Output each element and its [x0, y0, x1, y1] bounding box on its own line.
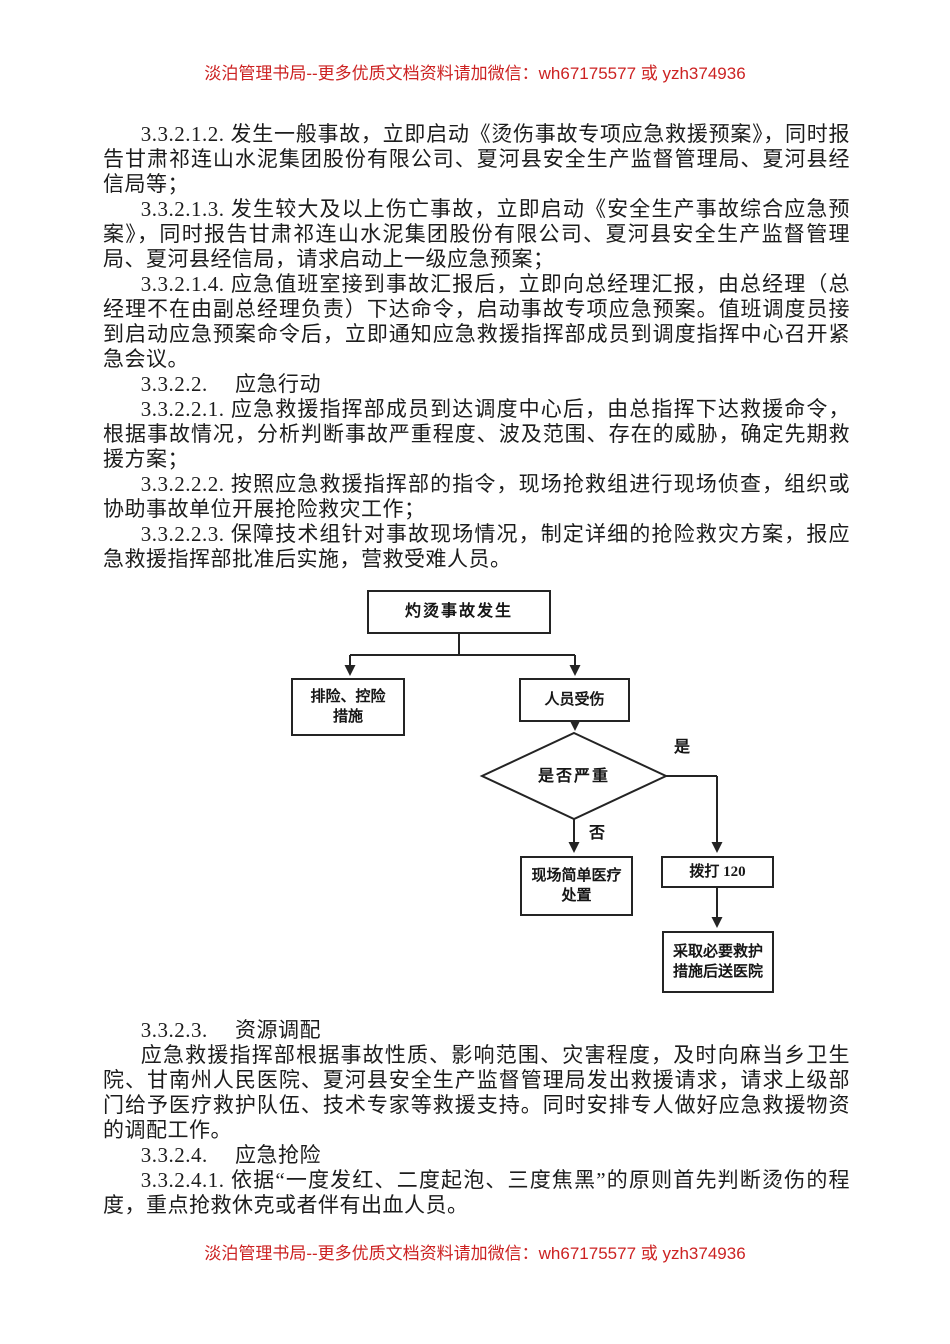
branch-label-no: 否 [589, 825, 606, 842]
para-3-3-2-1-3: 3.3.2.1.3. 发生较大及以上伤亡事故，立即启动《安全生产事故综合应急预案… [103, 197, 850, 271]
heading-3-3-2-2: 3.3.2.2. 应急行动 [140, 372, 322, 396]
para-3-3-2-2-1: 3.3.2.2.1. 应急救援指挥部成员到达调度中心后，由总指挥下达救援命令，根… [103, 397, 850, 471]
node-hospital-line2: 措施后送医院 [672, 964, 763, 980]
para-3-3-2-2-2: 3.3.2.2.2. 按照应急救援指挥部的指令，现场抢救组进行现场侦查，组织或协… [103, 472, 850, 521]
watermark-header: 淡泊管理书局--更多优质文档资料请加微信：wh67175577 或 yzh374… [204, 64, 746, 83]
heading-3-3-2-3: 3.3.2.3. 资源调配 [140, 1018, 322, 1042]
watermark-footer: 淡泊管理书局--更多优质文档资料请加微信：wh67175577 或 yzh374… [204, 1244, 746, 1263]
para-3-3-2-1-4: 3.3.2.1.4. 应急值班室接到事故汇报后，立即向总经理汇报，由总经理（总经… [103, 272, 850, 371]
accident-flowchart: 灼烫事故发生 排险、控险 措施 人员受伤 是否严重 是 否 现场简单医疗 处置 … [0, 575, 950, 1005]
heading-3-3-2-4: 3.3.2.4. 应急抢险 [140, 1143, 322, 1167]
node-start-label: 灼烫事故发生 [404, 603, 513, 620]
branch-label-yes: 是 [674, 739, 691, 756]
node-control-line2: 措施 [332, 709, 363, 725]
node-injury-label: 人员受伤 [544, 692, 605, 708]
decision-label: 是否严重 [537, 768, 610, 785]
para-resource: 应急救援指挥部根据事故性质、影响范围、灾害程度，及时向麻当乡卫生院、甘南州人民医… [103, 1043, 850, 1142]
para-3-3-2-4-1: 3.3.2.4.1. 依据“一度发红、二度起泡、三度焦黑”的原则首先判断烫伤的程… [103, 1168, 850, 1217]
node-onsite-line2: 处置 [561, 888, 592, 904]
para-3-3-2-2-3: 3.3.2.2.3. 保障技术组针对事故现场情况，制定详细的抢险救灾方案，报应急… [103, 522, 850, 571]
node-onsite-line1: 现场简单医疗 [531, 868, 622, 884]
flowchart-connectors [344, 634, 723, 928]
node-call-label: 拨打 120 [689, 864, 746, 880]
node-hospital-line1: 采取必要救护 [672, 944, 763, 960]
node-hazard-control: 排险、控险 措施 [291, 678, 405, 736]
doc-body-lower: 3.3.2.3. 资源调配 应急救援指挥部根据事故性质、影响范围、灾害程度，及时… [103, 1018, 850, 1218]
para-3-3-2-1-2: 3.3.2.1.2. 发生一般事故，立即启动《烫伤事故专项应急救援预案》，同时报… [103, 122, 850, 196]
node-accident-start: 灼烫事故发生 [367, 590, 551, 634]
node-control-line1: 排险、控险 [310, 689, 386, 705]
node-onsite-treatment: 现场简单医疗 处置 [520, 856, 633, 916]
node-send-hospital: 采取必要救护 措施后送医院 [662, 931, 774, 993]
flow-line-split [350, 634, 575, 656]
node-personnel-injured: 人员受伤 [519, 678, 630, 722]
doc-body-upper: 3.3.2.1.2. 发生一般事故，立即启动《烫伤事故专项应急救援预案》，同时报… [103, 122, 850, 572]
node-call-120: 拨打 120 [661, 856, 774, 888]
